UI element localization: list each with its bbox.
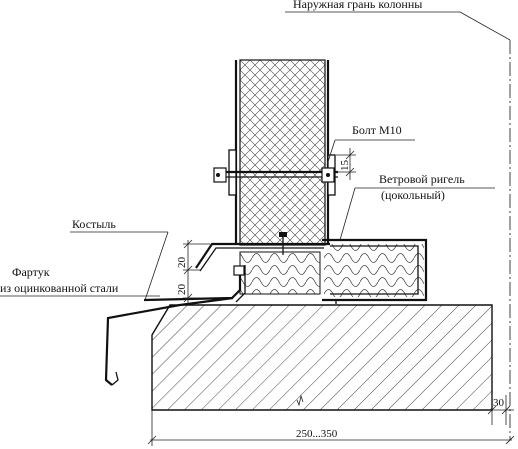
flashing-dim-lower: 20	[176, 284, 188, 296]
plinth-offset-dimension	[487, 395, 514, 425]
wind-rail	[322, 238, 428, 304]
overhang-dimension	[147, 410, 515, 446]
overhang-dimension-label: 250...350	[296, 428, 338, 440]
plinth-offset-label: 30	[493, 397, 505, 409]
bolt-dimension	[336, 148, 356, 180]
bolt-dimension-label: 15	[339, 160, 351, 172]
wind-rail-label-1: Ветровой ригель	[379, 172, 465, 186]
insulation-strip	[239, 251, 321, 295]
apron-label-2: из оцинкованной стали	[0, 281, 119, 295]
concrete-plinth	[151, 304, 493, 411]
flashing-dimensions	[183, 239, 210, 305]
column-face-line	[285, 11, 511, 440]
bolt-leader	[326, 139, 415, 166]
wind-rail-label-2: (цокольный)	[381, 188, 445, 202]
crutch-label: Костыль	[72, 217, 116, 231]
bolt-m10	[213, 149, 338, 196]
flashing-dim-upper: 20	[176, 257, 188, 269]
wall-panel	[234, 59, 330, 246]
apron	[104, 296, 234, 386]
column-face-label: Наружная грань колонны	[293, 0, 422, 11]
apron-label-1: Фартук	[12, 265, 50, 279]
crutch-leader	[70, 231, 169, 301]
crutch	[143, 265, 246, 303]
bolt-label: Болт М10	[352, 123, 402, 137]
wind-rail-leader	[339, 187, 495, 241]
